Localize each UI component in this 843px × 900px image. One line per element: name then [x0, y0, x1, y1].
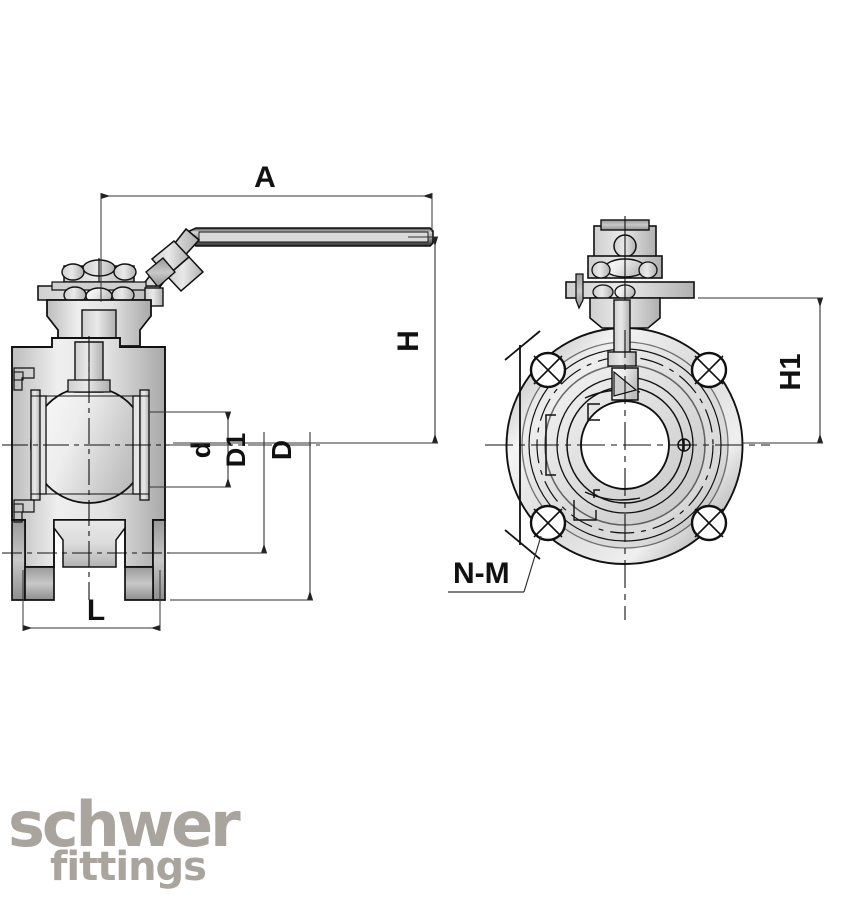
dimension-A: A [100, 161, 433, 302]
centerlines [2, 336, 178, 600]
dimension-label-D: D [266, 440, 297, 460]
dimension-H1: H1 [698, 297, 824, 444]
dimension-label-d: d [186, 442, 216, 459]
dimension-D1: D1 [170, 432, 268, 554]
lever-handle [182, 227, 434, 247]
side-section-view: A H d D1 [2, 161, 439, 632]
dimension-label-H: H [392, 330, 425, 352]
flange-centerlines [485, 330, 770, 620]
dimension-label-D1: D1 [221, 433, 251, 468]
dimension-label-L: L [87, 594, 105, 627]
dimension-H: H [173, 236, 439, 444]
logo-sub-text: fittings [50, 843, 207, 890]
logo-main-text: schwer [8, 788, 241, 861]
stem-nut-stack [61, 258, 137, 300]
bolt-hole-top-left [529, 351, 567, 389]
flange-stem-assembly [565, 216, 695, 401]
dimension-label-N-M: N-M [453, 557, 510, 590]
dimension-label-H1: H1 [775, 353, 807, 390]
bolt-hole-bottom-right [690, 504, 728, 542]
dimension-N-M: N-M [448, 535, 542, 593]
body-seal-detail [13, 367, 35, 523]
dimension-d: d [150, 411, 232, 488]
bolt-hole-top-right [690, 351, 728, 389]
lever-clamp-nuts [145, 239, 205, 293]
dimension-label-A: A [254, 161, 276, 194]
bolt-hole-bottom-left [529, 504, 567, 542]
dimension-L: L [22, 570, 161, 632]
schwer-fittings-logo: schwer fittings [8, 788, 268, 896]
dimension-D: D [170, 432, 320, 601]
flange-face-view: H1 N-M [448, 216, 824, 620]
